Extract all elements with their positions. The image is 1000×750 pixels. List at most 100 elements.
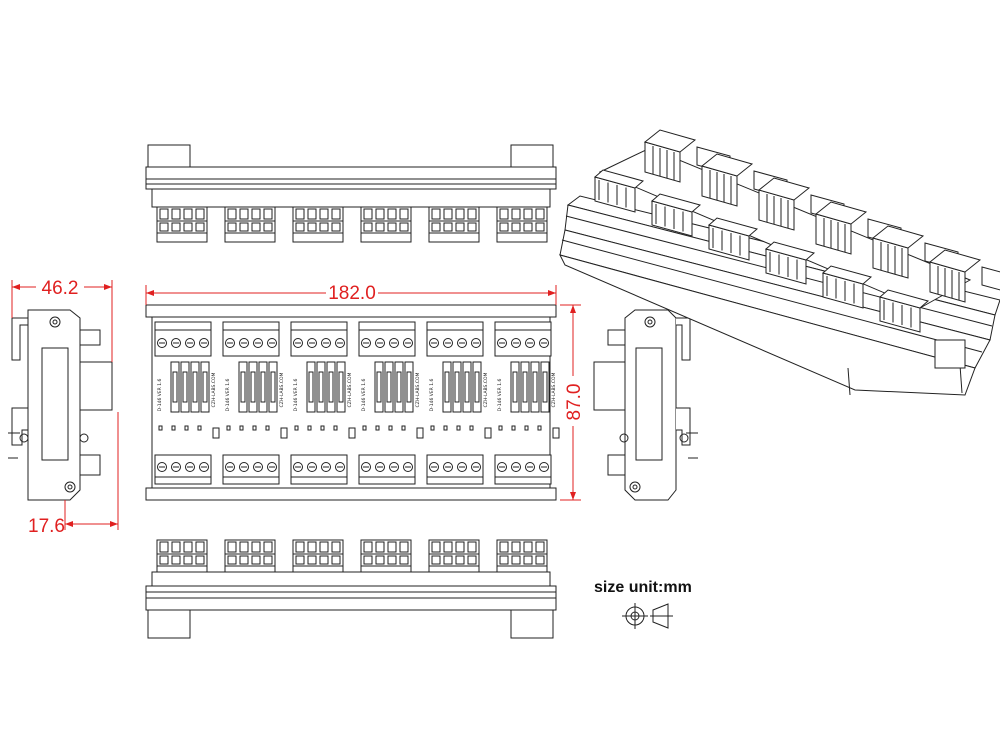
screw-terminal — [389, 338, 399, 348]
screw-terminal — [267, 338, 277, 348]
screw-terminal — [335, 462, 345, 472]
terminal-screw — [183, 555, 193, 565]
version-label: D-146 VER 1.6 — [157, 378, 163, 411]
unit-label: size unit:mm — [594, 579, 692, 596]
terminal-screw — [227, 555, 237, 565]
status-led — [226, 425, 231, 431]
screw-terminal — [171, 338, 181, 348]
relay — [190, 361, 200, 413]
screw-terminal — [429, 338, 439, 348]
terminal-screw — [431, 555, 441, 565]
screw-terminal — [403, 462, 413, 472]
relay-window — [522, 371, 528, 403]
terminal-pin — [499, 541, 509, 553]
terminal-base — [156, 232, 208, 243]
output-terminal-block — [222, 454, 280, 478]
terminal-pin — [263, 208, 273, 220]
screw-terminal — [321, 462, 331, 472]
brand-label: CZH-LABS.COM — [279, 372, 285, 407]
relay-window — [406, 371, 412, 403]
left-side-view — [8, 309, 113, 501]
terminal-screw — [467, 222, 477, 232]
relay — [520, 361, 530, 413]
screw-terminal — [185, 462, 195, 472]
terminal-screw — [443, 555, 453, 565]
footer-strip — [154, 476, 212, 485]
screw-terminal — [471, 462, 481, 472]
relay — [170, 361, 180, 413]
terminal-screw — [431, 222, 441, 232]
terminal-screw — [183, 222, 193, 232]
top-side-view — [145, 144, 557, 243]
relay-window — [338, 371, 344, 403]
screw-terminal — [239, 338, 249, 348]
top-terminal-group — [496, 206, 548, 243]
output-terminal-block — [290, 454, 348, 478]
status-led — [511, 425, 516, 431]
terminal-base — [224, 565, 276, 573]
iso-front-terminal-top — [593, 169, 645, 189]
iso-rear-terminal — [981, 266, 1000, 291]
iso-relay-top — [928, 249, 982, 273]
right-side-view — [593, 309, 698, 501]
terminal-screw — [227, 222, 237, 232]
terminal-pin — [375, 208, 385, 220]
terminal-pin — [467, 208, 477, 220]
screw-terminal — [443, 338, 453, 348]
terminal-screw — [239, 555, 249, 565]
status-led — [265, 425, 270, 431]
terminal-pin — [227, 541, 237, 553]
iso-front-terminal-top — [650, 193, 702, 213]
rail-offset-dimension: 17.6 — [28, 412, 119, 537]
relay — [238, 361, 248, 413]
terminal-pin — [431, 208, 441, 220]
terminal-screw — [455, 222, 465, 232]
bottom-terminal-group — [360, 539, 412, 573]
terminal-pin — [467, 541, 477, 553]
screw-terminal — [429, 462, 439, 472]
terminal-screw — [263, 555, 273, 565]
screw-terminal — [457, 338, 467, 348]
terminal-base — [496, 565, 548, 573]
screw-terminal — [307, 338, 317, 348]
output-terminal-block — [154, 454, 212, 478]
terminal-screw — [195, 555, 205, 565]
status-led — [456, 425, 461, 431]
width-dimension-label: 182.0 — [328, 283, 376, 304]
terminal-pin — [251, 541, 261, 553]
terminal-base — [292, 565, 344, 573]
relay-window — [250, 371, 256, 403]
terminal-base — [292, 232, 344, 243]
terminal-screw — [523, 222, 533, 232]
terminal-pin — [171, 541, 181, 553]
terminal-screw — [363, 555, 373, 565]
screw-terminal — [199, 462, 209, 472]
rail-offset-label: 17.6 — [28, 516, 65, 537]
relay-window — [474, 371, 480, 403]
header-strip — [222, 321, 280, 331]
relay — [394, 361, 404, 413]
jumper — [280, 427, 288, 439]
terminal-screw — [159, 222, 169, 232]
screw-terminal — [375, 462, 385, 472]
screw-terminal — [525, 462, 535, 472]
screw-terminal — [361, 338, 371, 348]
relay — [510, 361, 520, 413]
iso-relay-top — [814, 201, 868, 225]
depth-dimension: 46.2 — [11, 276, 113, 362]
iso-relay-top — [871, 225, 925, 249]
bottom-terminal-group — [292, 539, 344, 573]
top-terminal-group — [360, 206, 412, 243]
status-led — [524, 425, 529, 431]
terminal-screw — [511, 222, 521, 232]
terminal-screw — [399, 555, 409, 565]
screw-terminal — [267, 462, 277, 472]
version-label: D-146 VER 1.6 — [429, 378, 435, 411]
iso-module — [878, 249, 1000, 333]
screw-terminal — [307, 462, 317, 472]
screw-terminal — [511, 338, 521, 348]
